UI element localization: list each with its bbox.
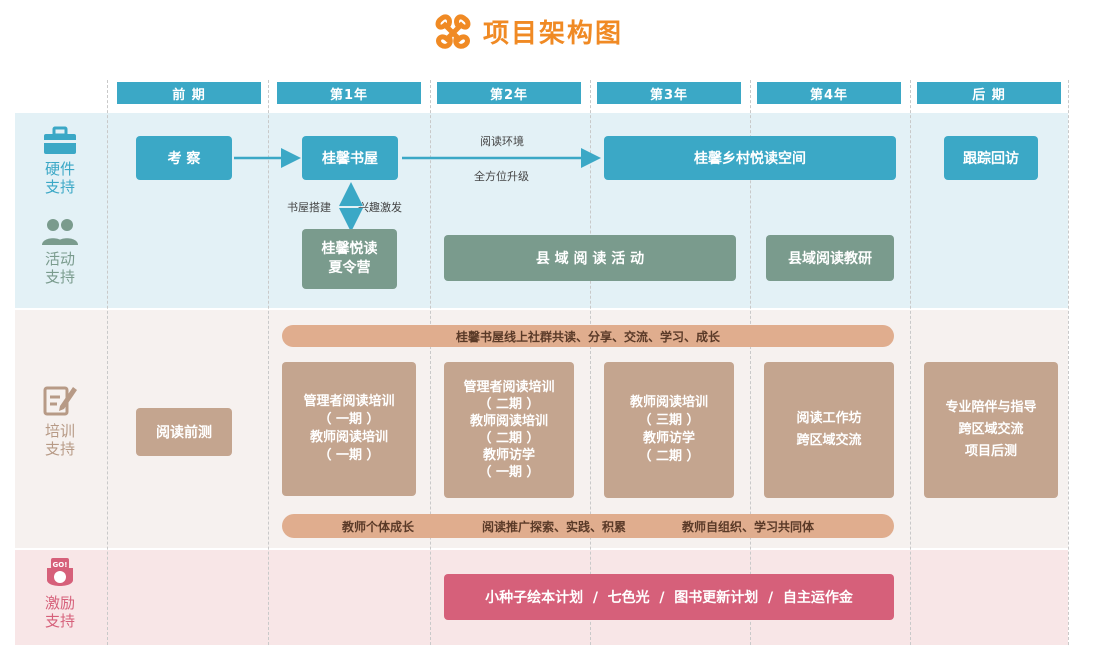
toolbox-icon bbox=[44, 126, 76, 154]
phase-pre: 前 期 bbox=[117, 82, 261, 104]
category-incentive-label: 激励 支持 bbox=[44, 594, 75, 630]
growth-step-1: 教师个体成长 bbox=[342, 519, 415, 534]
bar-teacher-growth: 教师个体成长 阅读推广探索、实践、积累 教师自组织、学习共同体 bbox=[282, 514, 894, 538]
label-build: 书屋搭建 bbox=[287, 201, 331, 214]
box-summer-camp: 桂馨悦读 夏令营 bbox=[302, 229, 397, 289]
box-bookhouse: 桂馨书屋 bbox=[302, 136, 398, 180]
column-divider bbox=[268, 80, 269, 645]
box-pretest: 阅读前测 bbox=[136, 408, 232, 456]
go-badge-text: GO! bbox=[53, 561, 68, 569]
category-activity: 活动 支持 bbox=[15, 216, 105, 286]
column-divider bbox=[430, 80, 431, 645]
project-logo-icon bbox=[435, 14, 471, 49]
box-training-year3: 教师阅读培训 （ 三期 ） 教师访学 （ 二期 ） bbox=[604, 362, 734, 498]
column-divider bbox=[107, 80, 108, 645]
people-icon bbox=[42, 219, 78, 245]
box-rural-space: 桂馨乡村悦读空间 bbox=[604, 136, 896, 180]
box-county-activity: 县 域 阅 读 活 动 bbox=[444, 235, 736, 281]
edit-document-icon bbox=[43, 386, 77, 416]
label-reading-env: 阅读环境 bbox=[480, 135, 524, 148]
growth-step-2: 阅读推广探索、实践、积累 bbox=[482, 519, 627, 534]
category-training-label: 培训 支持 bbox=[44, 422, 75, 458]
category-hardware: 硬件 支持 bbox=[15, 126, 105, 196]
title-text: 项目架构图 bbox=[483, 18, 624, 49]
phase-later: 后 期 bbox=[917, 82, 1061, 104]
box-county-research: 县域阅读教研 bbox=[766, 235, 894, 281]
category-incentive: GO! 激励 支持 bbox=[15, 556, 105, 630]
column-divider bbox=[910, 80, 911, 645]
go-badge-icon: GO! bbox=[47, 558, 73, 586]
box-incentive-plans: 小种子绘本计划 / 七色光 / 图书更新计划 / 自主运作金 bbox=[444, 574, 894, 620]
column-divider bbox=[1068, 80, 1069, 645]
box-training-year4: 阅读工作坊 跨区域交流 bbox=[764, 362, 894, 498]
phase-year4: 第4年 bbox=[757, 82, 901, 104]
box-training-year2: 管理者阅读培训 （ 二期 ） 教师阅读培训 （ 二期 ） 教师访学 （ 一期 ） bbox=[444, 362, 574, 498]
label-interest: 兴趣激发 bbox=[358, 201, 402, 214]
box-training-later: 专业陪伴与指导 跨区域交流 项目后测 bbox=[924, 362, 1058, 498]
phase-year1: 第1年 bbox=[277, 82, 421, 104]
label-full-upgrade: 全方位升级 bbox=[474, 170, 529, 183]
box-follow-up: 跟踪回访 bbox=[944, 136, 1038, 180]
category-training: 培训 支持 bbox=[15, 382, 105, 458]
page-title: 项目架构图 bbox=[433, 6, 623, 56]
bar-online-community: 桂馨书屋线上社群共读、分享、交流、学习、成长 bbox=[282, 325, 894, 347]
box-inspect: 考 察 bbox=[136, 136, 232, 180]
category-hardware-label: 硬件 支持 bbox=[44, 160, 75, 196]
column-divider bbox=[750, 80, 751, 645]
phase-year3: 第3年 bbox=[597, 82, 741, 104]
box-training-year1: 管理者阅读培训 （ 一期 ） 教师阅读培训 （ 一期 ） bbox=[282, 362, 416, 496]
growth-step-3: 教师自组织、学习共同体 bbox=[682, 519, 815, 534]
phase-year2: 第2年 bbox=[437, 82, 581, 104]
category-activity-label: 活动 支持 bbox=[44, 250, 75, 286]
column-divider bbox=[590, 80, 591, 645]
